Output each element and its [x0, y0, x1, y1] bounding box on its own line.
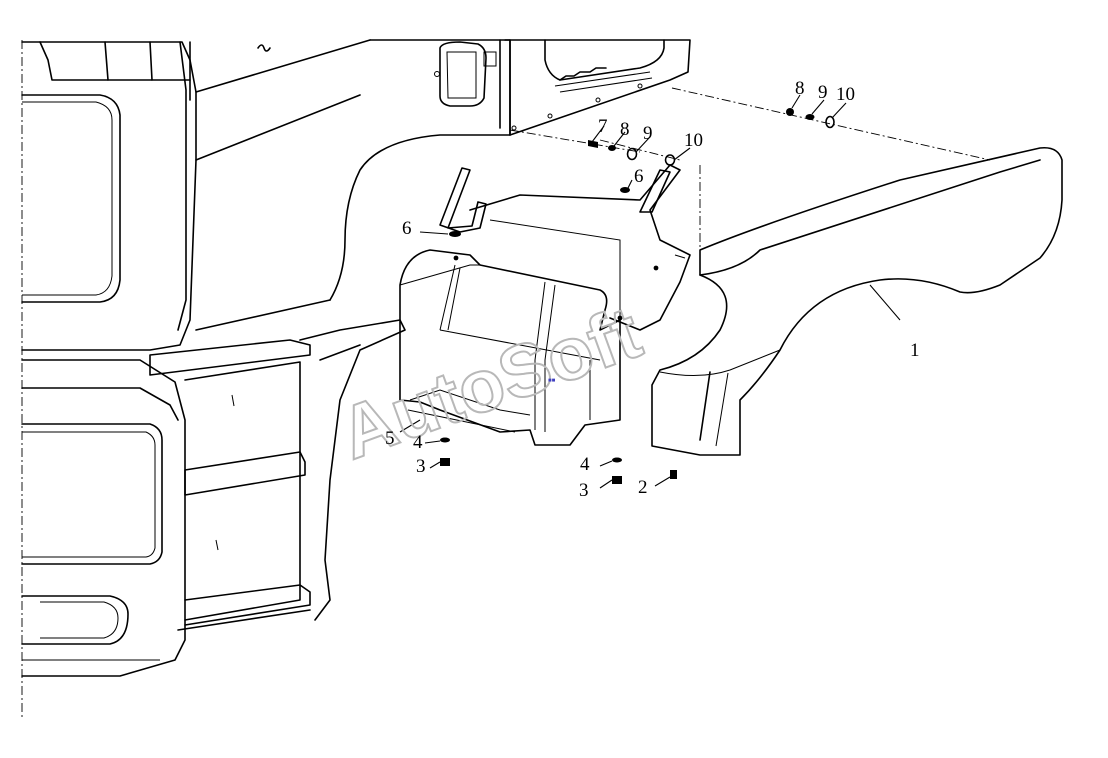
washer-9b-icon	[626, 147, 638, 161]
nut-8b-icon	[608, 145, 616, 151]
part-label-4: 4	[413, 432, 423, 453]
part-number-labels: 1 2 3 3 4 4 5 6 6 7 8 9 10 8 9 10	[385, 78, 920, 501]
part-label-10: 10	[836, 84, 855, 105]
washer-4b-icon	[612, 457, 622, 463]
part-label-3: 3	[416, 456, 426, 477]
part-label-7: 7	[598, 116, 608, 137]
part-label-8: 8	[795, 78, 805, 99]
part-label-4: 4	[580, 454, 590, 475]
part-label-9: 9	[818, 82, 828, 103]
watermark-text: AutoSoft	[329, 290, 651, 475]
cab-entry-steps	[149, 319, 406, 631]
mudguard-cover-part-5	[399, 164, 691, 446]
washer-4a-icon	[440, 437, 450, 443]
part-label-2: 2	[638, 477, 648, 498]
watermark-mark: ■■	[548, 378, 556, 384]
part-label-5: 5	[385, 428, 395, 449]
callout-leaders	[399, 94, 901, 489]
spring-washer-10-icon	[825, 115, 835, 129]
nut-8-icon	[786, 108, 794, 116]
washer-9-icon	[805, 114, 815, 120]
part-label-6: 6	[634, 166, 644, 187]
spring-washer-10b-icon	[664, 154, 676, 166]
cab-side-door	[195, 39, 511, 331]
washer-6a-icon	[449, 231, 461, 237]
washer-6b-icon	[620, 187, 630, 193]
part-label-9: 9	[643, 123, 653, 144]
bolt-3a-icon	[440, 458, 450, 466]
part-label-8: 8	[620, 119, 630, 140]
part-label-6: 6	[402, 218, 412, 239]
rear-mounting-plate	[504, 39, 691, 136]
bolt-3b-icon	[612, 476, 622, 484]
rear-fender-part-1	[651, 146, 1063, 456]
part-label-1: 1	[910, 340, 920, 361]
clip-2-icon	[670, 470, 677, 479]
part-label-10: 10	[684, 130, 703, 151]
truck-cab-front	[21, 39, 371, 677]
cab-emblem	[257, 44, 271, 52]
fasteners	[440, 108, 835, 484]
part-label-3: 3	[579, 480, 589, 501]
assembly-centerlines	[509, 87, 991, 275]
bolt-7-icon	[588, 140, 598, 148]
